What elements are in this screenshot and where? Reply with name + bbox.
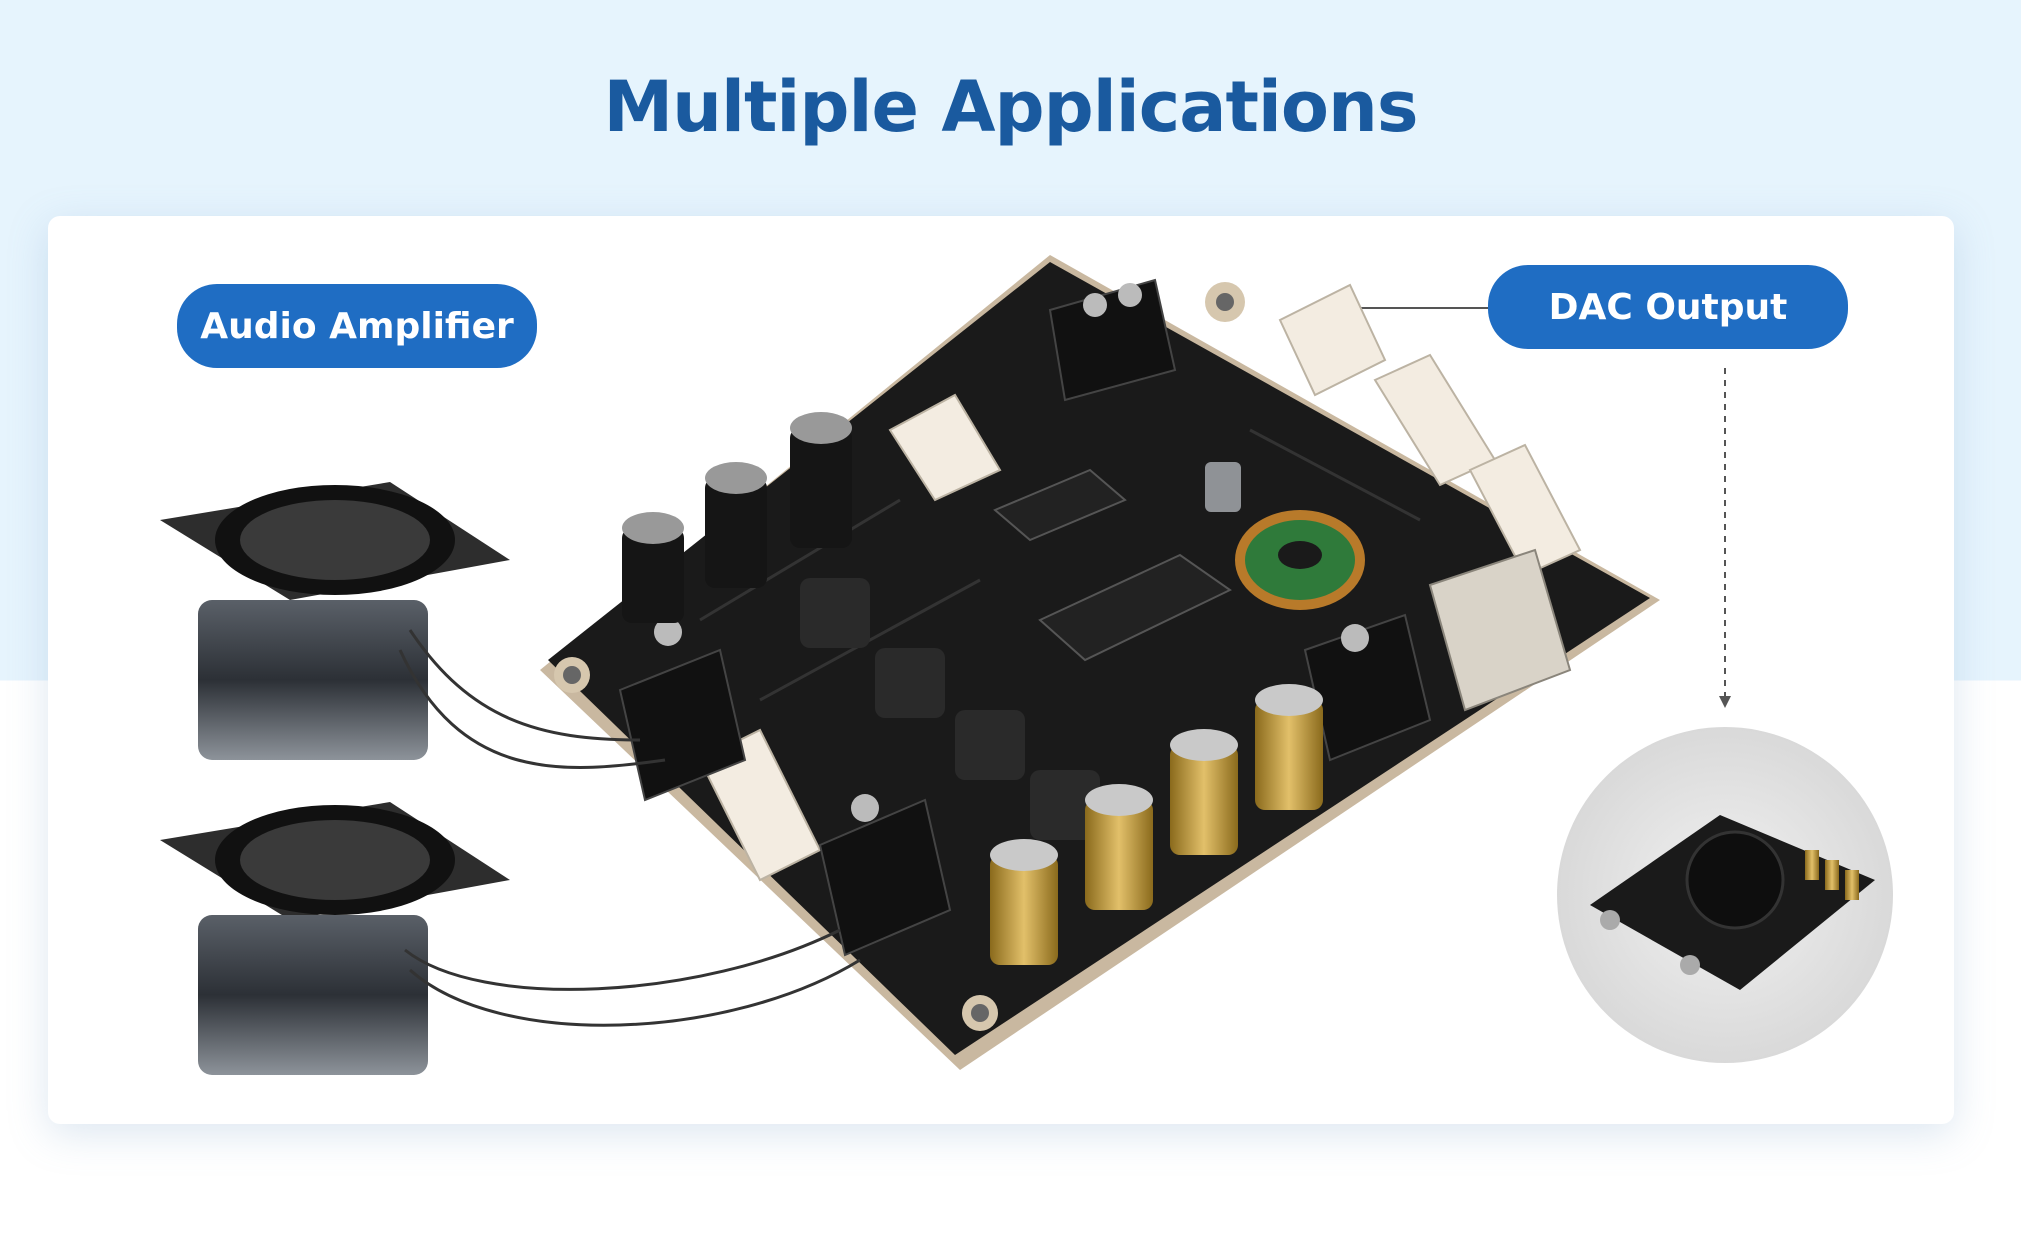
speaker-wire: [408, 629, 641, 742]
amplifier-board: [540, 255, 1660, 1070]
speaker-bottom: [160, 802, 510, 1075]
speaker-top: [160, 482, 510, 760]
dac-board-thumbnail: [1557, 727, 1893, 1063]
page-title: Multiple Applications: [603, 66, 1418, 148]
speaker-wire: [398, 649, 666, 769]
speaker-wire: [404, 928, 841, 991]
arrow-head-icon: [1719, 696, 1731, 708]
dac-output-label: DAC Output: [1488, 265, 1848, 349]
speaker-wire: [409, 958, 861, 1027]
audio-amplifier-label: Audio Amplifier: [177, 284, 537, 368]
